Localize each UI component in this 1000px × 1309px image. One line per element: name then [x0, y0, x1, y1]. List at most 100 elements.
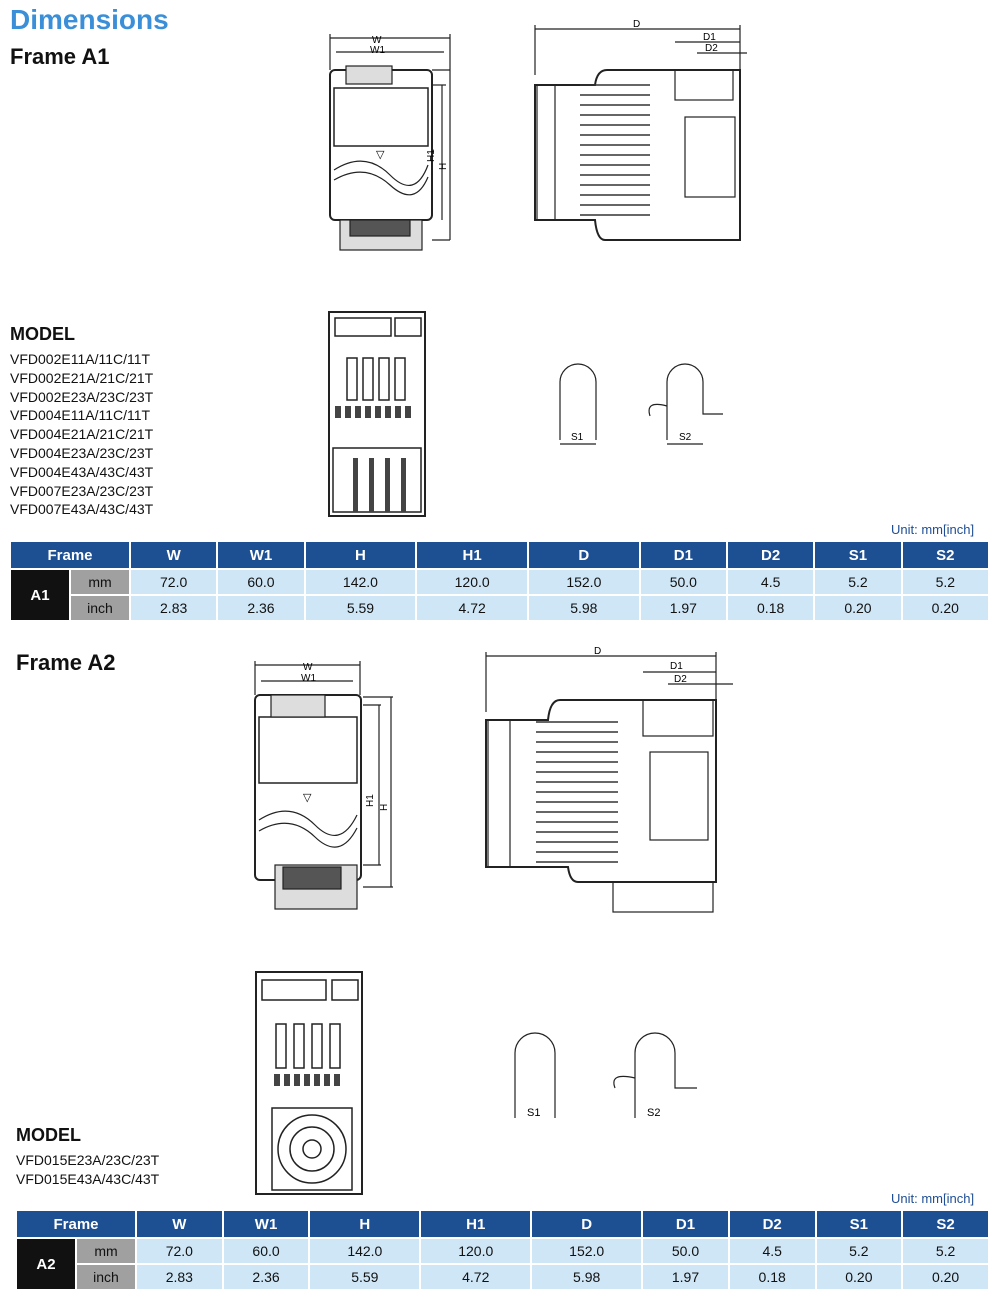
table-row: A2 mm 72.0 60.0 142.0 120.0 152.0 50.0 4…	[17, 1239, 988, 1289]
frame-a2-title: Frame A2	[16, 650, 116, 675]
header-w: W	[137, 1211, 222, 1237]
frame-a1-model-list: VFD002E11A/11C/11T VFD002E21A/21C/21T VF…	[10, 350, 153, 519]
header-s2: S2	[903, 1211, 988, 1237]
a1-h-label: H	[438, 163, 449, 170]
value-cell: 1.97	[643, 1265, 728, 1289]
model-item: VFD007E43A/43C/43T	[10, 501, 154, 518]
unit-cell: mm	[71, 570, 129, 594]
a2-d2-label: D2	[674, 674, 687, 685]
header-h1: H1	[417, 542, 527, 568]
frame-a1-front-view: W W1 H1 H ▽	[329, 34, 451, 251]
page-title: Dimensions	[10, 4, 169, 35]
unit-cell: inch	[71, 596, 129, 620]
value-cell: 0.20	[815, 596, 901, 620]
value-cell: 142.0	[305, 570, 416, 594]
frame-a2-internal-view	[255, 971, 363, 1195]
value-cell: 72.0	[137, 1239, 222, 1263]
model-item: VFD004E21A/21C/21T	[10, 426, 154, 443]
frame-a2-model-list: VFD015E23A/23C/23T VFD015E43A/43C/43T	[16, 1151, 159, 1189]
header-w1: W1	[223, 1211, 309, 1237]
header-h: H	[310, 1211, 420, 1237]
header-s1: S1	[816, 1211, 902, 1237]
value-cell: 2.83	[131, 596, 217, 620]
frame-a1-title: Frame A1	[10, 44, 110, 69]
model-item: VFD004E43A/43C/43T	[10, 463, 154, 480]
model-item: VFD002E21A/21C/21T	[10, 369, 154, 386]
frame-a1-unit-note: Unit: mm[inch]	[891, 522, 975, 537]
header-w: W	[131, 542, 217, 568]
model-item: VFD015E43A/43C/43T	[16, 1170, 160, 1187]
value-cell: 0.20	[902, 596, 988, 620]
value-cell: 152.0	[532, 1239, 642, 1263]
model-item: VFD015E23A/23C/23T	[16, 1152, 160, 1168]
value-cell: 0.18	[728, 596, 814, 620]
value-cell: 5.98	[532, 1265, 642, 1289]
value-cell: 4.5	[729, 1239, 815, 1263]
value-cell: 2.36	[218, 596, 304, 620]
a1-d1-label: D1	[703, 32, 716, 43]
header-s2: S2	[902, 542, 988, 568]
a1-d-label: D	[633, 19, 640, 30]
value-cell: 5.2	[902, 570, 988, 594]
frame-a1-side-view: D D1 D2	[534, 19, 747, 241]
header-frame: Frame	[17, 1211, 135, 1237]
a1-d2-label: D2	[705, 43, 718, 54]
unit-cell: inch	[77, 1265, 135, 1289]
value-cell: 4.72	[417, 596, 527, 620]
value-cell: 4.72	[421, 1265, 531, 1289]
value-cell: 120.0	[417, 570, 527, 594]
frame-a2-front-view: W W1 H1 H ▽	[254, 661, 393, 910]
a2-h-label: H	[379, 804, 390, 811]
table-row: inch 2.83 2.36 5.59 4.72 5.98 1.97 0.18 …	[11, 596, 988, 620]
a2-d1-label: D1	[670, 661, 683, 672]
a1-h1-label: H1	[426, 149, 437, 162]
wifi-icon: ▽	[303, 792, 312, 804]
a2-h1-label: H1	[365, 794, 376, 807]
a1-s1-label: S1	[571, 432, 584, 443]
wifi-icon: ▽	[376, 149, 385, 161]
value-cell: 4.5	[728, 570, 814, 594]
header-d2: D2	[728, 542, 814, 568]
a2-d-label: D	[594, 646, 601, 657]
value-cell: 0.20	[903, 1265, 988, 1289]
header-d: D	[529, 542, 639, 568]
header-h1: H1	[421, 1211, 531, 1237]
model-item: VFD007E23A/23C/23T	[10, 482, 154, 499]
a1-w1-label: W1	[370, 45, 385, 56]
table-header-row: Frame W W1 H H1 D D1 D2 S1 S2	[17, 1211, 988, 1237]
model-item: VFD004E23A/23C/23T	[10, 444, 154, 461]
frame-a1-model-heading: MODEL	[10, 324, 75, 344]
frame-cell: A2	[17, 1239, 75, 1289]
frame-cell: A1	[11, 570, 69, 620]
frame-a2-model-heading: MODEL	[16, 1125, 81, 1145]
header-s1: S1	[815, 542, 901, 568]
header-d1: D1	[643, 1211, 728, 1237]
table-row: A1 mm 72.0 60.0 142.0 120.0 152.0 50.0 4…	[11, 570, 988, 620]
model-item: VFD002E11A/11C/11T	[10, 351, 151, 367]
value-cell: 0.18	[729, 1265, 815, 1289]
value-cell: 2.36	[223, 1265, 309, 1289]
value-cell: 142.0	[310, 1239, 420, 1263]
a2-w1-label: W1	[301, 673, 316, 684]
value-cell: 72.0	[131, 570, 217, 594]
frame-a1-slot-details: S1 S2	[559, 363, 723, 445]
unit-cell: mm	[77, 1239, 135, 1263]
value-cell: 5.98	[529, 596, 639, 620]
value-cell: 5.2	[816, 1239, 902, 1263]
value-cell: 5.2	[815, 570, 901, 594]
header-d1: D1	[640, 542, 726, 568]
frame-a2-slot-details: S1 S2	[514, 1032, 697, 1119]
value-cell: 60.0	[223, 1239, 309, 1263]
value-cell: 5.59	[310, 1265, 420, 1289]
model-item: VFD002E23A/23C/23T	[10, 388, 154, 405]
frame-a2-side-view: D D1 D2	[485, 646, 733, 913]
value-cell: 50.0	[643, 1239, 728, 1263]
a1-w-label: W	[372, 35, 382, 46]
header-frame: Frame	[11, 542, 129, 568]
a2-w-label: W	[303, 662, 313, 673]
frame-a2-unit-note: Unit: mm[inch]	[891, 1191, 975, 1206]
value-cell: 152.0	[529, 570, 639, 594]
value-cell: 50.0	[640, 570, 726, 594]
value-cell: 0.20	[816, 1265, 902, 1289]
value-cell: 2.83	[137, 1265, 222, 1289]
